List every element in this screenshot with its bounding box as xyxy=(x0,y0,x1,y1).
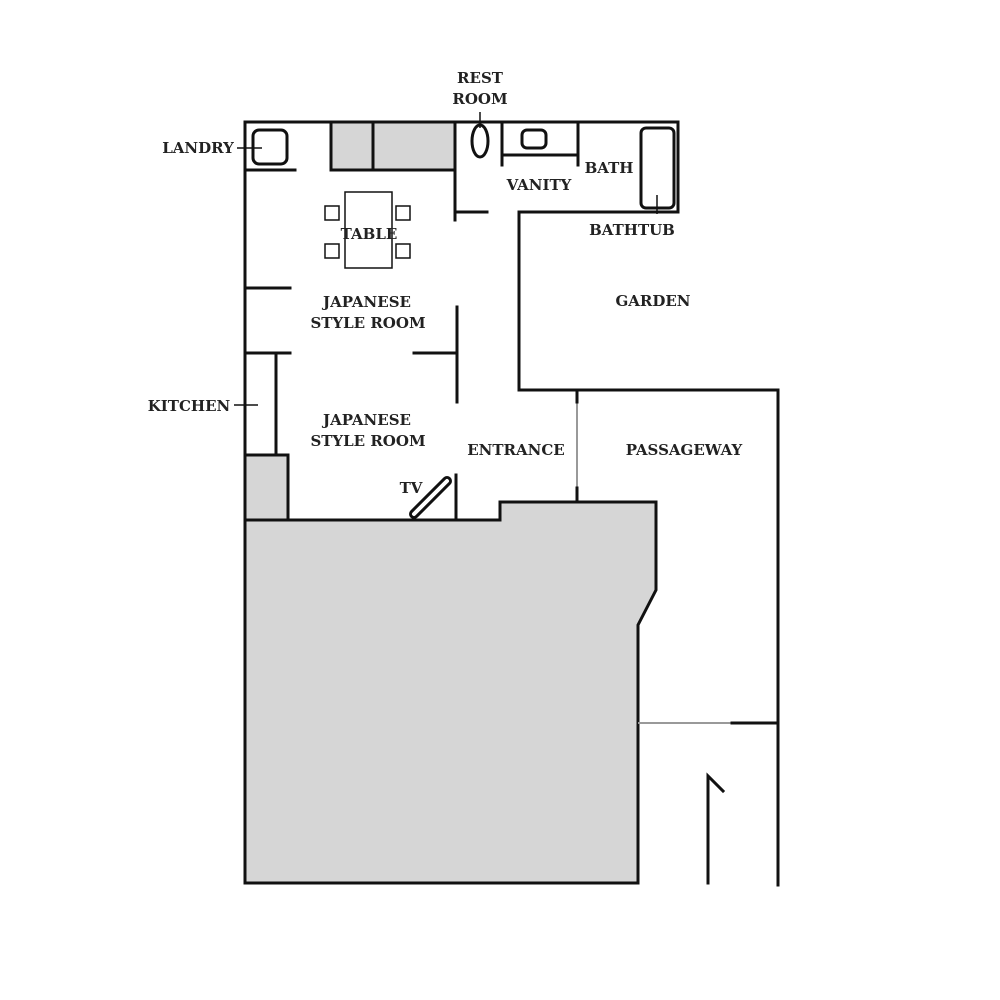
chair-icon xyxy=(324,205,340,221)
toilet-icon xyxy=(470,123,490,159)
chair-icon xyxy=(324,243,340,259)
tv-icon-inner xyxy=(412,479,449,516)
label-japanese-room-lower: STYLE ROOM xyxy=(310,432,425,450)
storage-right xyxy=(371,120,457,172)
label-passageway: PASSAGEWAY xyxy=(626,441,743,459)
sink-icon xyxy=(520,128,548,150)
chair-icon xyxy=(395,205,411,221)
label-rest-room: ROOM xyxy=(452,90,507,108)
label-tv: TV xyxy=(400,479,423,497)
label-japanese-room-lower: JAPANESE xyxy=(321,411,411,429)
kitchen-counter xyxy=(243,453,290,522)
label-bathtub: BATHTUB xyxy=(589,221,675,239)
label-kitchen: KITCHEN xyxy=(148,397,231,415)
label-entrance: ENTRANCE xyxy=(467,441,565,459)
washer-icon xyxy=(251,128,289,166)
chair-icon xyxy=(395,243,411,259)
outer-wall xyxy=(243,120,780,887)
label-japanese-room-upper: JAPANESE xyxy=(321,293,411,311)
table-icon xyxy=(344,191,393,269)
label-bath: BATH xyxy=(585,159,634,177)
label-rest-room: REST xyxy=(457,69,504,87)
storage-left xyxy=(329,120,375,172)
label-garden: GARDEN xyxy=(615,292,690,310)
label-table: TABLE xyxy=(341,225,398,243)
building-block xyxy=(243,500,658,885)
label-vanity: VANITY xyxy=(506,176,572,194)
direction-arrow-icon xyxy=(706,772,726,885)
label-japanese-room-upper: STYLE ROOM xyxy=(310,314,425,332)
label-landry: LANDRY xyxy=(162,139,234,157)
